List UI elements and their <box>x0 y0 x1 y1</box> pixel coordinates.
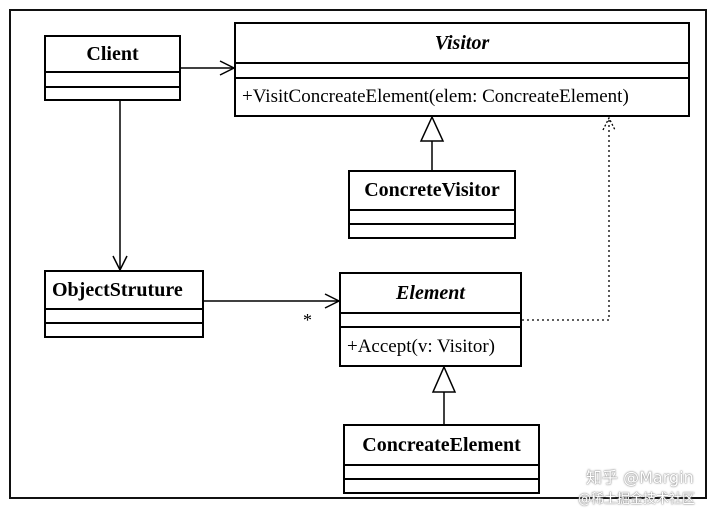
class-concrete-visitor-attributes <box>350 211 514 225</box>
element-visitor-dependency <box>522 116 616 321</box>
class-client-attributes <box>46 73 179 88</box>
client-objectstructure-association <box>112 100 128 272</box>
class-client: Client <box>44 35 181 101</box>
class-client-name: Client <box>46 37 179 73</box>
class-concrete-visitor-name: ConcreteVisitor <box>350 172 514 211</box>
watermark-juejin: @稀土掘金技术社区 <box>578 492 696 507</box>
multiplicity-label: * <box>303 310 312 330</box>
client-visitor-association <box>181 60 236 76</box>
class-visitor-operation: +VisitConcreateElement(elem: ConcreateEl… <box>242 86 629 107</box>
class-visitor-attributes <box>236 64 688 79</box>
class-element-operation: +Accept(v: Visitor) <box>347 335 495 357</box>
diagram-frame <box>9 9 707 499</box>
objectstructure-element-association <box>204 293 341 309</box>
concreteelement-generalization <box>431 365 457 424</box>
class-element: Element +Accept(v: Visitor) <box>339 272 522 367</box>
class-visitor-name: Visitor <box>236 24 688 64</box>
class-element-attributes <box>341 314 520 328</box>
class-element-name: Element <box>341 274 520 314</box>
class-visitor: Visitor +VisitConcreateElement(elem: Con… <box>234 22 690 117</box>
class-object-structure-name: ObjectStruture <box>46 272 202 310</box>
class-concrete-visitor: ConcreteVisitor <box>348 170 516 239</box>
class-object-structure: ObjectStruture <box>44 270 204 338</box>
class-object-structure-attributes <box>46 310 202 324</box>
class-concrete-element-name: ConcreateElement <box>345 426 538 466</box>
concretevisitor-generalization <box>419 115 445 170</box>
watermark-zhihu: 知乎 @Margin <box>586 468 694 487</box>
class-concrete-element-attributes <box>345 466 538 480</box>
class-concrete-element: ConcreateElement <box>343 424 540 494</box>
